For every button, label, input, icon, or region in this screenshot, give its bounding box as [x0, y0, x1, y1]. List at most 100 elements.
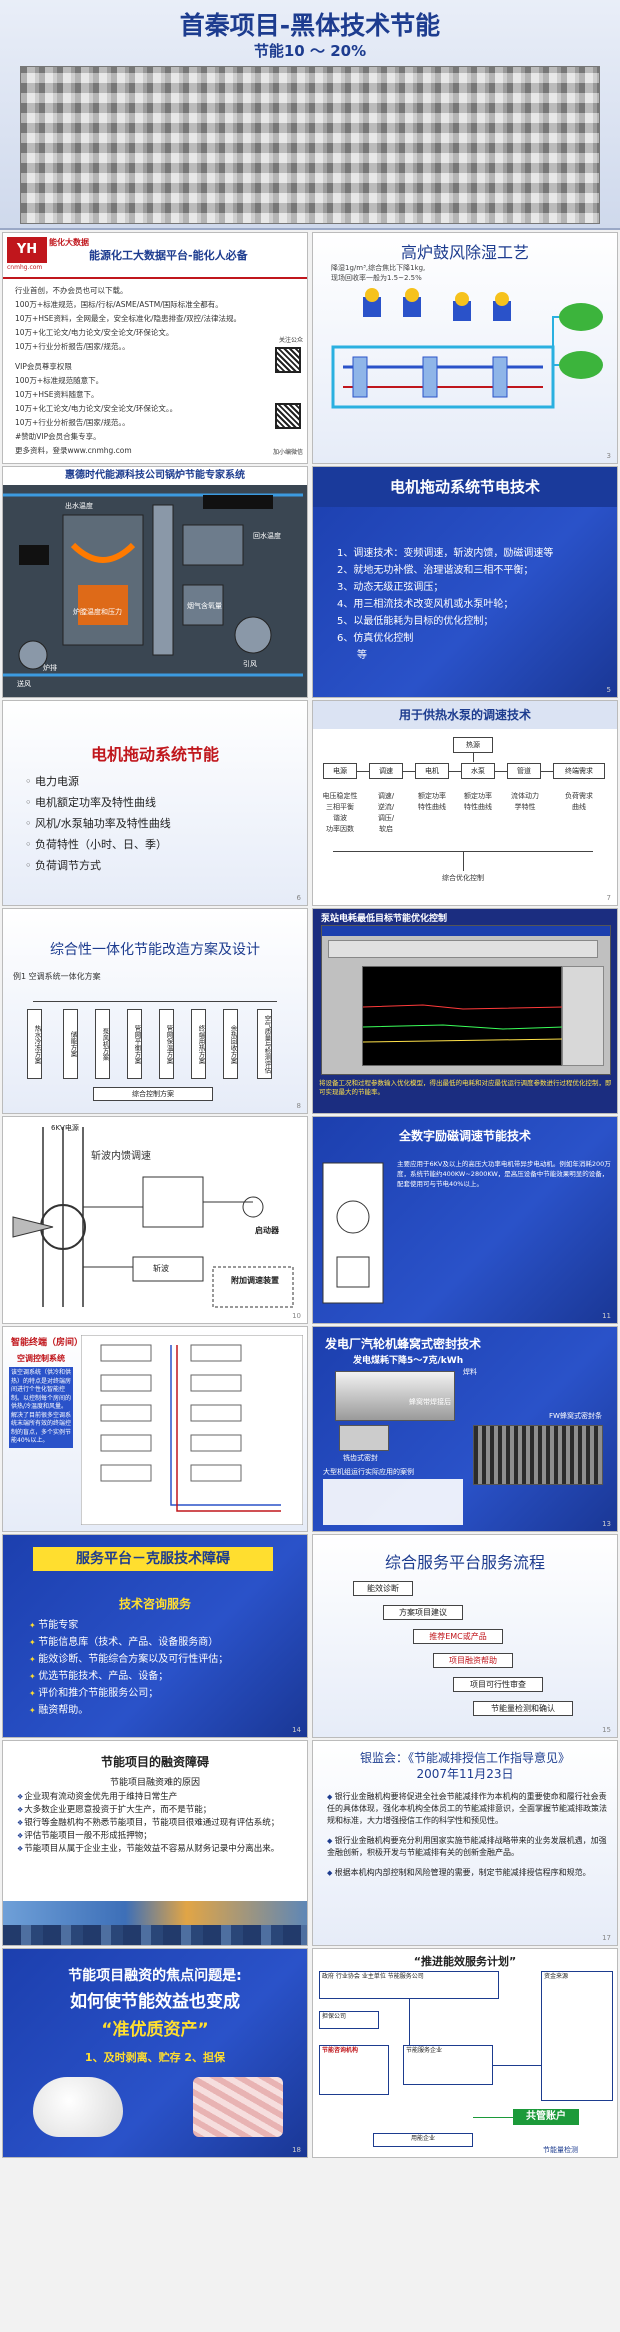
piggy-bank-icon	[33, 2077, 123, 2137]
scheme-box: 管网保温方案	[159, 1009, 174, 1079]
scheme-box: 余热回收方案	[223, 1009, 238, 1079]
ad-divider	[3, 277, 307, 279]
connector	[495, 771, 507, 772]
circuit-label: 启动器	[255, 1226, 279, 1235]
slide-honeycomb-seal: 发电厂汽轮机蜂窝式密封技术 发电煤耗下降5～7克/kWh 焊料 蜂窝带焊接后 铣…	[312, 1326, 618, 1532]
scheme-summary: 综合控制方案	[93, 1087, 213, 1101]
list-item: 银行业金融机构要将促进全社会节能减排作为本机构的重要使命和履行社会责任的具体体现…	[327, 1791, 611, 1827]
slide-title: 高炉鼓风除湿工艺	[400, 243, 529, 262]
window-titlebar	[322, 926, 610, 936]
joint-account-box: 共管账户	[513, 2109, 579, 2125]
slide-text: 该空调系统（供冷和供热）的特点是对终端房间进行个性化智能控制。以控制每个房间的供…	[9, 1367, 73, 1448]
case-table	[323, 1479, 463, 1525]
page-number: 8	[296, 1102, 301, 1110]
list-item: 电机额定功率及特性曲线	[25, 792, 171, 813]
list-item: 根据本机构内部控制和风险管理的需要，制定节能减排授信程序和规范。	[327, 1867, 611, 1879]
scheme-box: 终端用热方案	[191, 1009, 206, 1079]
list-item: 能效诊断、节能综合方案以及可行性评估；	[29, 1651, 228, 1668]
slide-text: 主要应用于6KV及以上的高压大功率电机带异步电动机。例如年消耗200万度，系统节…	[397, 1160, 611, 1188]
diagram-label: 炉排	[43, 664, 57, 672]
ad-line: 10万+HSE资料随意下。	[15, 390, 99, 399]
slide-date: 2007年11月23日	[416, 1767, 514, 1781]
header-banner: 首秦项目-黑体技术节能 节能10 ～ 20%	[0, 0, 620, 230]
connector	[403, 771, 415, 772]
document-subtitle: 节能10 ～ 20%	[253, 42, 367, 60]
factor-text: 流体动力 学特性	[511, 792, 539, 811]
excitation-diagram	[322, 1162, 384, 1304]
flow-step: 项目可行性审查	[453, 1677, 543, 1692]
diagram-label: 出水温度	[65, 502, 93, 510]
funding-source-box: 资金来源	[541, 1971, 613, 2101]
page-number: 11	[602, 1312, 611, 1320]
slide-service-platform: 服务平台－克服技术障碍 技术咨询服务 节能专家 节能信息库（技术、产品、设备服务…	[2, 1534, 308, 1738]
ceiling-photo	[20, 66, 600, 224]
page-number: 3	[606, 452, 611, 460]
ad-line: VIP会员尊享权限	[15, 362, 72, 371]
process-diagram	[331, 288, 603, 409]
slide-digital-excitation: 全数字励磁调速节能技术 主要应用于6KV及以上的高压大功率电机带异步电动机。例如…	[312, 1116, 618, 1324]
brand-name: 能化大数据	[49, 238, 89, 247]
guidance-list: 银行业金融机构要将促进全社会节能减排作为本机构的重要使命和履行社会责任的具体体现…	[327, 1791, 611, 1887]
slide-title: 银监会：《节能减排授信工作指导意见》	[359, 1751, 570, 1765]
slide-title: 节能项目的融资障碍	[100, 1755, 209, 1769]
diagram-label: 送风	[17, 680, 31, 688]
diagram-label: 引风	[243, 660, 257, 668]
photo-label: 铣齿式密封	[343, 1454, 378, 1462]
slide-cbrc-guidance: 银监会：《节能减排授信工作指导意见》 2007年11月23日 银行业金融机构要将…	[312, 1740, 618, 1946]
list-item: 等	[357, 650, 367, 661]
ad-line: 100万+标准规范，国标/行标/ASME/ASTM/国际标准全都有。	[15, 300, 223, 309]
slide-title: 斩波内馈调速	[91, 1151, 151, 1162]
footer-label: 综合优化控制	[442, 874, 484, 882]
connector	[33, 1001, 277, 1002]
flow-box: 管道	[507, 763, 541, 779]
flow-box: 调速	[369, 763, 403, 779]
list-item: 1、调速技术：变频调速，斩波内馈，励磁调速等	[337, 548, 554, 559]
trend-graph	[362, 966, 564, 1066]
connector	[463, 851, 464, 871]
slide-chopper-speed: 斩波内馈调速 6KV电源 启动器 斩波 附加调速装置 10	[2, 1116, 308, 1324]
boiler-scada-diagram	[3, 485, 307, 697]
list-item: 优选节能技术、产品、设备；	[29, 1668, 228, 1685]
factor-text: 额定功率 特性曲线	[418, 792, 446, 811]
list-item: 银行等金融机构不熟悉节能项目，节能项目很难通过现有评估系统；	[17, 1817, 301, 1830]
qr-code-icon	[275, 347, 301, 373]
slide-blast-dehumidify: 高炉鼓风除湿工艺 降湿1g/m³,综合焦比下降1kg, 现场回收率一般为1.5~…	[312, 232, 618, 464]
slide-pump-speed: 用于供热水泵的调速技术 热源 电源 调速 电机 水泵 管道 终端需求 电压稳定性…	[312, 700, 618, 906]
slide-title: 泵站电耗最低目标节能优化控制	[321, 914, 448, 924]
slide-subtitle: 技术咨询服务	[118, 1597, 191, 1611]
slide-ad: YH 能化大数据 cnmhg.com 能源化工大数据平台-能化人必备 行业首创，…	[2, 232, 308, 464]
connector	[357, 771, 369, 772]
seal-strip-photo	[473, 1425, 603, 1485]
list-item: 评估节能项目一般不形成抵押物；	[17, 1830, 301, 1843]
diagram-label: 炉膛温度和压力	[73, 608, 122, 616]
list-item: 大多数企业更愿意投资于扩大生产，而不是节能；	[17, 1804, 301, 1817]
flow-step: 项目融资帮助	[433, 1653, 513, 1668]
flow-step: 推荐EMC或产品	[413, 1629, 503, 1644]
reason-list: 企业现有流动资金优先用于维持日常生产 大多数企业更愿意投资于扩大生产，而不是节能…	[17, 1791, 301, 1856]
flow-box: 电源	[323, 763, 357, 779]
fan-unit	[363, 288, 511, 321]
example-label: 例1 空调系统一体化方案	[13, 972, 101, 981]
control-software-window	[321, 925, 611, 1075]
photo-label: 大型机组运行实际应用的案例	[323, 1468, 414, 1476]
trend-lines	[362, 1004, 564, 1043]
connector	[541, 771, 553, 772]
list-item: 负荷特性（小时、日、季）	[25, 834, 171, 855]
flow-box: 电机	[415, 763, 449, 779]
ad-line: 10万+行业分析报告/国家/规范。。	[15, 342, 130, 351]
slide-title: 综合服务平台服务流程	[384, 1553, 545, 1572]
flow-box: 热源	[453, 737, 493, 753]
scheme-box: 泵风机方案	[95, 1009, 110, 1079]
ad-line: 更多资料，登录www.cnmhg.com	[15, 446, 132, 455]
scheme-box: 热水冷冻方案	[27, 1009, 42, 1079]
slide-subtitle: 空调控制系统	[17, 1354, 65, 1363]
slide-headline: “准优质资产”	[101, 2020, 209, 2040]
brand-logo: YH	[7, 237, 47, 263]
city-skyline-photo	[3, 1901, 307, 1945]
plan-footer: 节能量检测	[543, 2146, 578, 2154]
slide-headline: 如何使节能效益也变成	[70, 1992, 240, 2012]
slide-subtitle: 发电煤耗下降5～7克/kWh	[353, 1356, 464, 1366]
factor-text: 电压稳定性 三相平衡 谐波 功率因数	[322, 792, 358, 833]
connector	[449, 771, 461, 772]
qr-code-icon	[275, 403, 301, 429]
